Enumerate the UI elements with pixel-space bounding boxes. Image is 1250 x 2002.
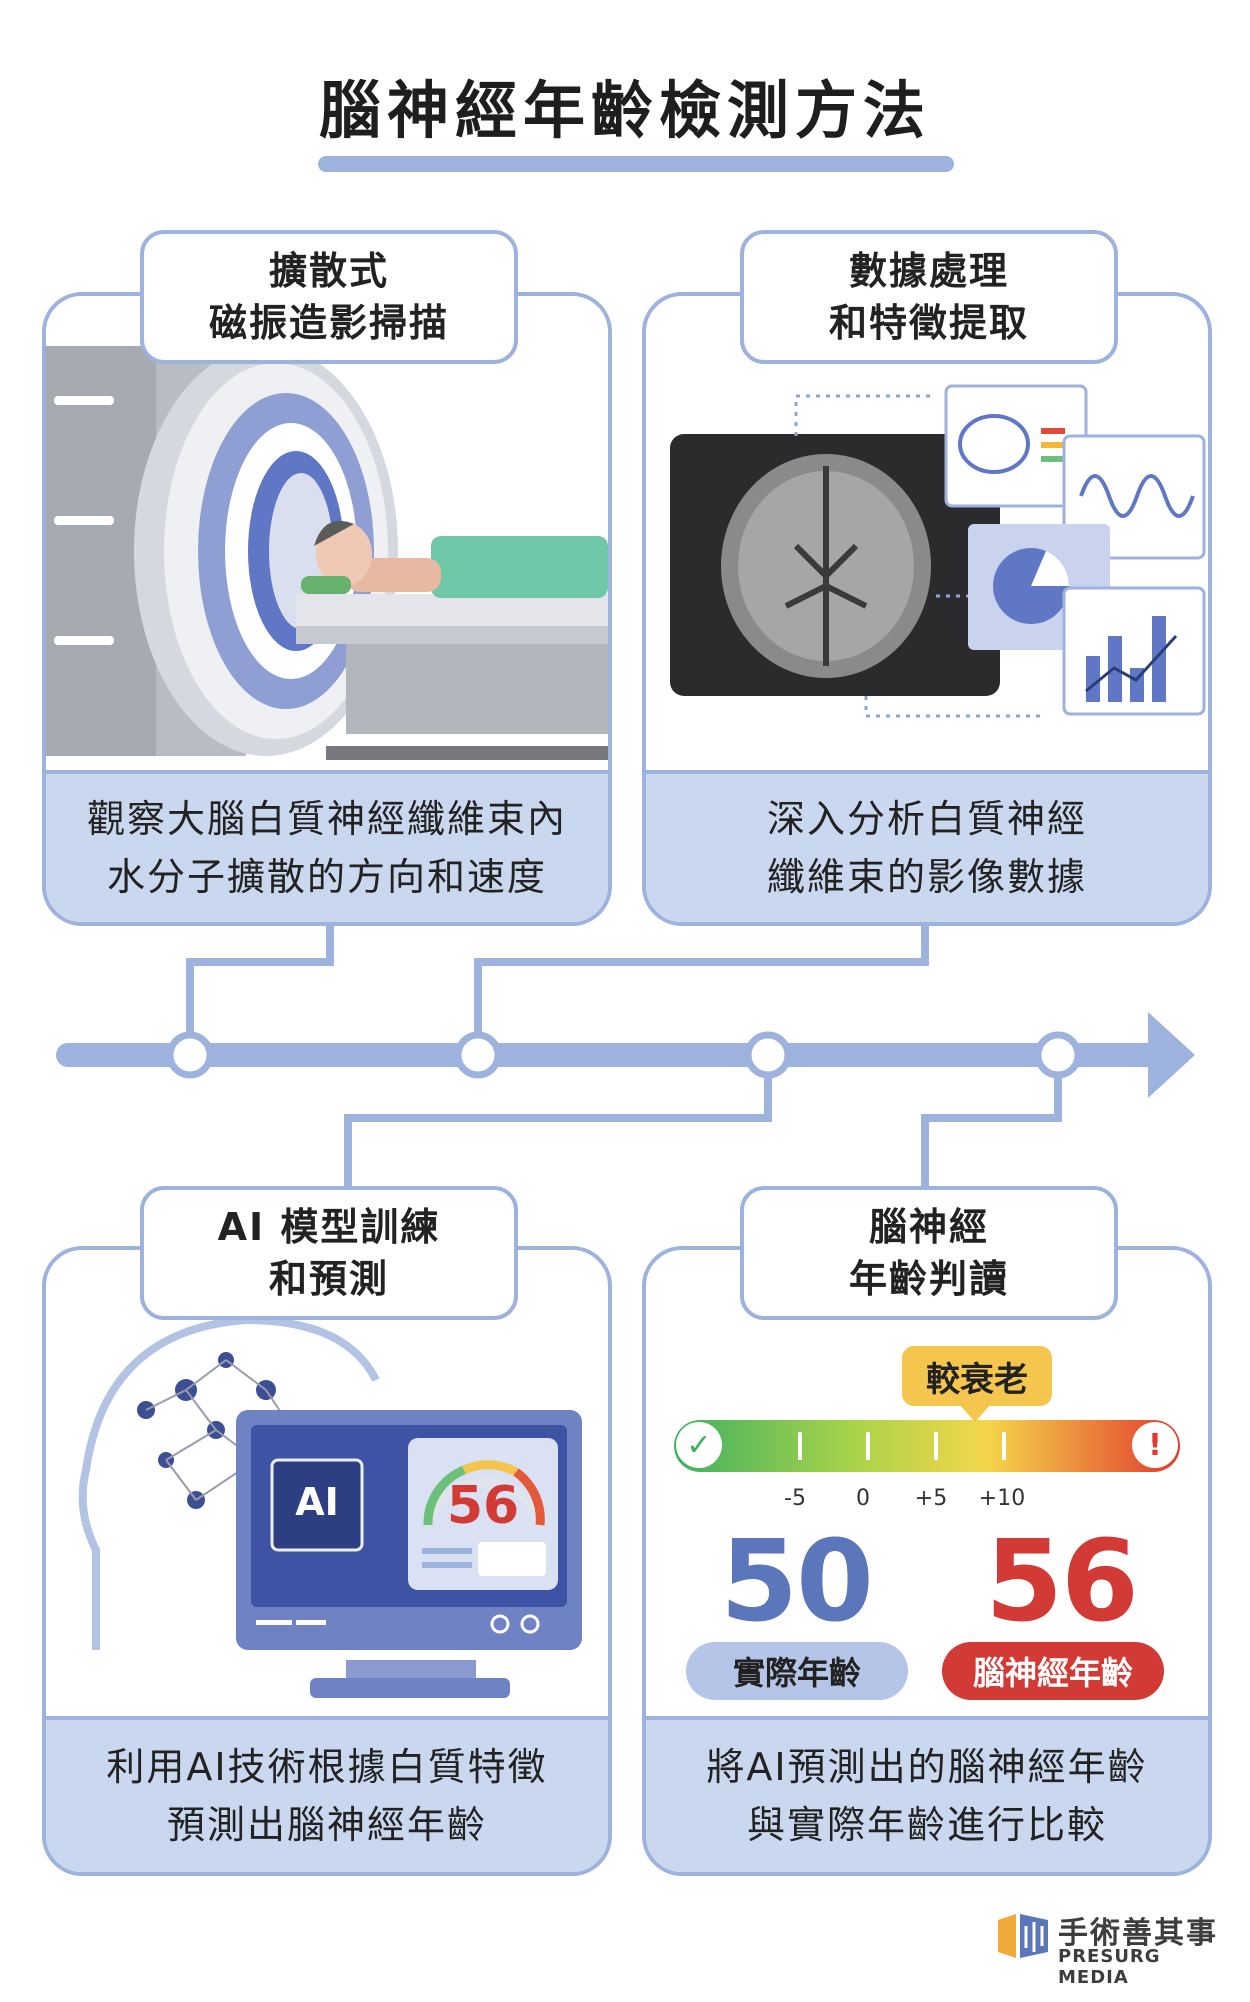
timeline-node-3 (744, 1031, 792, 1079)
actual-age-label-text: 實際年齡 (732, 1654, 861, 1692)
step1-description: 觀察大腦白質神經纖維束內 水分子擴散的方向和速度 (46, 770, 608, 922)
page-title: 腦神經年齡檢測方法 (318, 74, 931, 147)
tick-label-plus5: +5 (914, 1486, 948, 1511)
step4-label-line2: 年齡判讀 (848, 1257, 1009, 1301)
step3-label-line1: AI 模型訓練 (217, 1205, 441, 1249)
step-card-ai: AI 56 利用AI技術根據白質特徵 預測出腦神經年齡 (42, 1246, 612, 1876)
brain-age-label: 腦神經年齡 (942, 1642, 1164, 1700)
exclamation-icon: ! (1132, 1422, 1178, 1468)
callout-older-text: 較衰老 (926, 1359, 1028, 1400)
step2-label-line2: 和特徵提取 (828, 301, 1029, 345)
callout-pointer (959, 1404, 991, 1422)
timeline-bar (56, 1043, 1166, 1067)
step1-label: 擴散式 磁振造影掃描 (140, 230, 518, 364)
step1-label-line1: 擴散式 (268, 249, 389, 293)
step4-desc-line1: 將AI預測出的腦神經年齡 (706, 1745, 1148, 1789)
tick-label-plus10: +10 (978, 1486, 1026, 1511)
age-scale-bar (674, 1420, 1180, 1472)
brand-name-zh: 手術善其事 (1058, 1916, 1218, 1951)
step4-label-line1: 腦神經 (868, 1205, 989, 1249)
step4-description: 將AI預測出的腦神經年齡 與實際年齡進行比較 (646, 1716, 1208, 1872)
ai-model-illustration (78, 1315, 582, 1698)
step1-desc-line2: 水分子擴散的方向和速度 (106, 855, 547, 899)
actual-age-label: 實際年齡 (686, 1642, 908, 1700)
step3-label: AI 模型訓練 和預測 (140, 1186, 518, 1320)
step1-label-line2: 磁振造影掃描 (208, 301, 449, 345)
step3-desc-line1: 利用AI技術根據白質特徵 (106, 1745, 548, 1789)
connector-step2 (474, 925, 929, 1055)
data-processing-illustration (670, 384, 1206, 718)
timeline-node-2 (454, 1031, 502, 1079)
timeline-node-1 (166, 1031, 214, 1079)
step-card-mri: 觀察大腦白質神經纖維束內 水分子擴散的方向和速度 (42, 292, 612, 926)
brand-logo-icon (998, 1914, 1048, 1958)
connector-step3 (344, 1055, 772, 1192)
step2-desc-line2: 纖維束的影像數據 (766, 855, 1087, 899)
actual-age-value: 50 (720, 1517, 874, 1647)
step3-desc-line2: 預測出腦神經年齡 (166, 1803, 487, 1847)
brain-age-value: 56 (985, 1517, 1139, 1647)
brain-age-label-text: 腦神經年齡 (972, 1654, 1133, 1692)
connector-step4 (921, 1055, 1062, 1192)
step4-desc-line2: 與實際年齡進行比較 (746, 1803, 1107, 1847)
step3-label-line2: 和預測 (268, 1257, 389, 1301)
timeline-node-4 (1034, 1031, 1082, 1079)
step4-label: 腦神經 年齡判讀 (740, 1186, 1118, 1320)
step1-desc-line1: 觀察大腦白質神經纖維束內 (86, 797, 567, 841)
tick-label-minus5: -5 (784, 1486, 806, 1511)
step-card-age: ✓ ! 較衰老 -5 0 +5 +10 50 實際年齡 56 腦神經年齡 將AI… (642, 1246, 1212, 1876)
step3-description: 利用AI技術根據白質特徵 預測出腦神經年齡 (46, 1716, 608, 1872)
callout-older: 較衰老 (902, 1346, 1052, 1406)
brand-name-en: PRESURG MEDIA (1058, 1946, 1161, 1988)
ai-gauge-value: 56 (446, 1476, 520, 1536)
step2-desc-line1: 深入分析白質神經 (766, 797, 1087, 841)
ai-chip-label: AI (295, 1480, 339, 1524)
check-icon: ✓ (676, 1422, 722, 1468)
timeline-arrowhead (1148, 1012, 1195, 1098)
step2-label-line1: 數據處理 (848, 249, 1009, 293)
step-card-data: 深入分析白質神經 纖維束的影像數據 (642, 292, 1212, 926)
tick-label-0: 0 (856, 1486, 870, 1511)
mri-scanner-illustration (46, 296, 608, 766)
step2-description: 深入分析白質神經 纖維束的影像數據 (646, 770, 1208, 922)
step2-label: 數據處理 和特徵提取 (740, 230, 1118, 364)
title-underline (318, 156, 954, 172)
connector-step1 (186, 925, 334, 1055)
